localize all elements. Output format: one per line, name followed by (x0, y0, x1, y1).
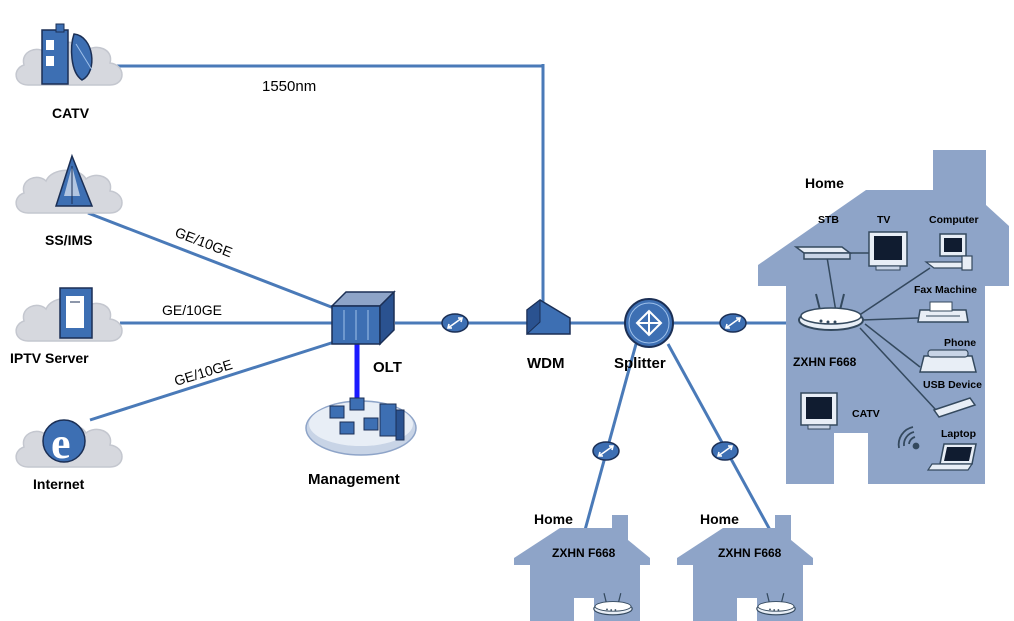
coupler-splitter-home1-icon (592, 441, 620, 461)
small-home-1: Home ZXHN F668 (514, 511, 650, 621)
iptv-server-icon (59, 287, 93, 339)
catv-source-label: CATV (52, 105, 90, 121)
small-home-1-title: Home (534, 511, 573, 527)
catv-source: CATV (15, 23, 123, 121)
phone-label: Phone (944, 337, 976, 349)
wifi-icon (897, 426, 920, 450)
home-internal-links (825, 250, 937, 411)
stb-icon (793, 246, 853, 260)
usb-device-icon (932, 397, 977, 418)
computer-icon (924, 233, 973, 271)
splitter-icon (624, 298, 674, 348)
links (87, 64, 805, 531)
ss-ims-link-label: GE/10GE (173, 224, 235, 260)
big-home-ont-label: ZXHN F668 (793, 355, 857, 369)
small-home-2: Home ZXHN F668 (677, 511, 813, 621)
link-internet-olt (89, 335, 351, 422)
coupler-splitter-home-icon (719, 313, 747, 333)
ss-ims-source-label: SS/IMS (45, 232, 92, 248)
splitter-label: Splitter (614, 355, 666, 372)
wdm-icon (526, 298, 571, 336)
fax-machine-label: Fax Machine (914, 284, 977, 296)
coupler-olt-wdm-icon (441, 313, 469, 333)
fax-machine-icon (917, 301, 969, 323)
management-label: Management (308, 471, 400, 488)
iptv-source-label: IPTV Server (10, 350, 89, 366)
iptv-source: IPTV Server (10, 287, 123, 366)
internet-source: e Internet (15, 419, 123, 492)
internet-source-label: Internet (33, 476, 85, 492)
small-home-2-ont-label: ZXHN F668 (718, 546, 782, 560)
svg-text:e: e (51, 419, 71, 468)
laptop-label: Laptop (941, 428, 976, 440)
olt-label: OLT (373, 359, 402, 376)
wavelength-label: 1550nm (262, 78, 316, 95)
small-home-1-shape (514, 515, 650, 621)
phone-icon (919, 349, 977, 373)
catv-satellite-icon (41, 23, 93, 85)
wdm-label: WDM (527, 355, 565, 372)
ss-ims-source: SS/IMS (15, 153, 123, 248)
internet-explorer-icon: e (42, 419, 86, 468)
small-home-1-ont-label: ZXHN F668 (552, 546, 616, 560)
management-icon (305, 397, 417, 456)
ss-ims-server-icon (54, 153, 94, 207)
coupler-splitter-home2-icon (711, 441, 739, 461)
big-home: Home STB TV Computer Fax Machine ZXHN F6… (758, 150, 1009, 484)
link-splitter-home2 (666, 343, 772, 531)
iptv-link-label: GE/10GE (162, 302, 222, 318)
stb-label: STB (818, 214, 839, 226)
catv-tv-icon (800, 392, 838, 430)
usb-device-label: USB Device (923, 379, 982, 391)
laptop-icon (926, 443, 977, 471)
big-home-title: Home (805, 175, 844, 191)
tv-label: TV (877, 214, 890, 226)
olt-icon (330, 290, 396, 346)
tv-icon (868, 231, 908, 271)
link-ss-ims-olt (87, 211, 353, 317)
catv-label: CATV (852, 408, 880, 420)
computer-label: Computer (929, 214, 979, 226)
small-home-2-shape (677, 515, 813, 621)
small-home-2-title: Home (700, 511, 739, 527)
link-splitter-home1 (583, 343, 638, 531)
